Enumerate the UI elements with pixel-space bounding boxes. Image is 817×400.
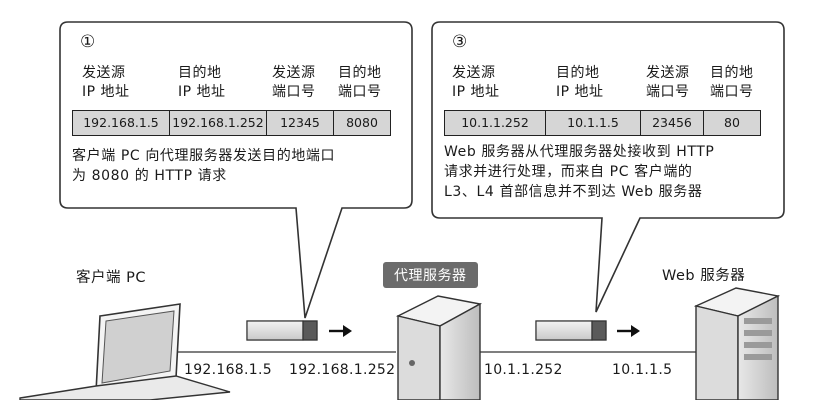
packet-icon bbox=[246, 320, 318, 341]
header-line: 发送源 bbox=[452, 65, 496, 81]
callout-3-description: Web 服务器从代理服务器处接收到 HTTP 请求并进行处理，而来自 PC 客户… bbox=[444, 144, 715, 200]
header-src-port: 发送源 端口号 bbox=[272, 64, 316, 102]
header-fields-table: 10.1.1.252 10.1.1.5 23456 80 bbox=[444, 110, 761, 136]
dst-ip-cell: 10.1.1.5 bbox=[546, 111, 641, 135]
header-line: IP 地址 bbox=[452, 84, 500, 100]
dst-port-cell: 8080 bbox=[346, 115, 378, 130]
header-dst-port: 目的地 端口号 bbox=[338, 64, 382, 102]
header-line: 端口号 bbox=[646, 84, 690, 100]
laptop-icon bbox=[19, 303, 231, 400]
header-line: 端口号 bbox=[710, 84, 754, 100]
header-line: IP 地址 bbox=[556, 84, 604, 100]
header-line: 目的地 bbox=[338, 65, 382, 81]
header-dst-port: 目的地 端口号 bbox=[710, 64, 754, 102]
callout-3-bubble bbox=[431, 21, 785, 313]
src-port-cell: 23456 bbox=[641, 111, 704, 135]
web-ip-label: 10.1.1.5 bbox=[612, 362, 673, 378]
src-port-cell: 12345 bbox=[267, 111, 334, 135]
header-line: 目的地 bbox=[710, 65, 754, 81]
web-server-label: Web 服务器 bbox=[662, 268, 746, 284]
client-pc-label: 客户端 PC bbox=[76, 270, 146, 286]
callout-1-number: ① bbox=[80, 32, 96, 52]
callout-3-number: ③ bbox=[452, 32, 468, 52]
header-line: 目的地 bbox=[178, 65, 222, 81]
client-ip-label: 192.168.1.5 bbox=[184, 362, 272, 378]
callout-1-bubble bbox=[59, 21, 413, 319]
packet-icon bbox=[535, 320, 607, 341]
header-line: IP 地址 bbox=[178, 84, 226, 100]
arrow-right-icon bbox=[329, 325, 352, 337]
callout-1-description: 客户端 PC 向代理服务器发送目的地端口 为 8080 的 HTTP 请求 bbox=[72, 148, 336, 184]
header-line: 目的地 bbox=[556, 65, 600, 81]
dst-ip-cell: 192.168.1.252 bbox=[170, 111, 267, 135]
arrow-right-icon bbox=[617, 325, 640, 337]
src-ip-cell: 10.1.1.252 bbox=[445, 111, 546, 135]
header-line: 发送源 bbox=[646, 65, 690, 81]
header-src-ip: 发送源 IP 地址 bbox=[452, 64, 500, 102]
header-src-port: 发送源 端口号 bbox=[646, 64, 690, 102]
src-ip-cell: 192.168.1.5 bbox=[73, 111, 170, 135]
header-line: 端口号 bbox=[272, 84, 316, 100]
header-fields-table: 192.168.1.5 192.168.1.252 12345 8080 bbox=[72, 110, 391, 136]
header-dst-ip: 目的地 IP 地址 bbox=[178, 64, 226, 102]
proxy-outer-ip-label: 10.1.1.252 bbox=[484, 362, 563, 378]
header-src-ip: 发送源 IP 地址 bbox=[82, 64, 130, 102]
header-line: 发送源 bbox=[82, 65, 126, 81]
header-line: 发送源 bbox=[272, 65, 316, 81]
proxy-inner-ip-label: 192.168.1.252 bbox=[289, 362, 396, 378]
proxy-server-label: 代理服务器 bbox=[383, 262, 478, 288]
header-line: IP 地址 bbox=[82, 84, 130, 100]
header-dst-ip: 目的地 IP 地址 bbox=[556, 64, 604, 102]
header-line: 端口号 bbox=[338, 84, 382, 100]
dst-port-cell: 80 bbox=[724, 115, 740, 130]
server-icon bbox=[693, 287, 781, 400]
server-icon bbox=[395, 295, 483, 400]
